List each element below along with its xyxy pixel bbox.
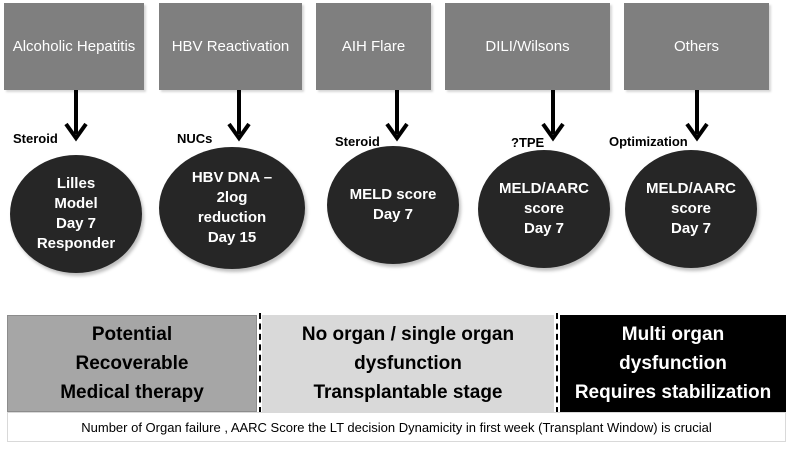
etiology-box-dili-wilsons: DILI/Wilsons xyxy=(445,3,610,90)
outcome-line: Lilles xyxy=(56,175,96,192)
outcome-oval-alcoholic-hepatitis: Lilles Model Day 7 Responder xyxy=(10,155,142,273)
etiology-label: Alcoholic Hepatitis xyxy=(12,38,136,55)
outcome-line: Model xyxy=(54,195,98,212)
outcome-oval-others: MELD/AARC score Day 7 xyxy=(625,150,757,268)
footer-text: Number of Organ failure , AARC Score the… xyxy=(81,419,712,435)
outcome-line: MELD/AARC xyxy=(499,180,589,197)
stage-band-recoverable: Potential Recoverable Medical therapy xyxy=(7,315,257,412)
etiology-label: DILI/Wilsons xyxy=(485,38,570,55)
down-arrow-icon xyxy=(64,90,88,142)
outcome-line: score xyxy=(523,200,565,217)
etiology-label: AIH Flare xyxy=(341,38,406,55)
outcome-line: Day 7 xyxy=(55,215,97,232)
stage-band-transplantable: No organ / single organ dysfunction Tran… xyxy=(262,315,554,412)
etiology-label: HBV Reactivation xyxy=(171,38,290,55)
therapy-label: NUCs xyxy=(177,131,213,146)
therapy-label: ?TPE xyxy=(511,135,545,150)
outcome-line: score xyxy=(670,200,712,217)
outcome-line: Day 7 xyxy=(523,220,565,237)
etiology-box-others: Others xyxy=(624,3,769,90)
outcome-line: Day 7 xyxy=(372,206,414,223)
stage-line: Transplantable stage xyxy=(313,382,503,403)
therapy-label: Optimization xyxy=(609,134,688,149)
down-arrow-icon xyxy=(227,90,251,142)
etiology-box-alcoholic-hepatitis: Alcoholic Hepatitis xyxy=(4,3,144,90)
outcome-line: Day 7 xyxy=(670,220,712,237)
outcome-line: MELD/AARC xyxy=(646,180,736,197)
outcome-oval-hbv-reactivation: HBV DNA – 2log reduction Day 15 xyxy=(159,147,305,269)
stage-line: dysfunction xyxy=(619,353,727,374)
etiology-box-aih-flare: AIH Flare xyxy=(316,3,431,90)
therapy-label: Steroid xyxy=(335,134,380,149)
outcome-line: reduction xyxy=(197,209,267,226)
down-arrow-icon xyxy=(385,90,409,142)
stage-line: Potential xyxy=(91,324,173,345)
stage-line: No organ / single organ xyxy=(301,324,515,345)
outcome-line: Day 15 xyxy=(207,229,257,246)
outcome-line: HBV DNA – xyxy=(191,169,273,186)
stage-band-multi-organ: Multi organ dysfunction Requires stabili… xyxy=(560,315,786,412)
stage-line: Recoverable xyxy=(75,353,189,374)
dashed-divider xyxy=(259,313,261,413)
outcome-oval-aih-flare: MELD score Day 7 xyxy=(327,146,459,264)
stage-line: Requires stabilization xyxy=(574,382,772,403)
down-arrow-icon xyxy=(685,90,709,142)
dashed-divider xyxy=(556,313,558,413)
stage-line: dysfunction xyxy=(354,353,462,374)
therapy-label: Steroid xyxy=(13,131,58,146)
outcome-line: 2log xyxy=(216,189,248,206)
stage-line: Multi organ xyxy=(621,324,725,345)
outcome-oval-dili-wilsons: MELD/AARC score Day 7 xyxy=(478,150,610,268)
etiology-label: Others xyxy=(673,38,719,55)
outcome-line: Responder xyxy=(36,235,116,252)
footer-note: Number of Organ failure , AARC Score the… xyxy=(7,412,786,442)
etiology-box-hbv-reactivation: HBV Reactivation xyxy=(159,3,302,90)
stage-line: Medical therapy xyxy=(60,382,204,403)
outcome-line: MELD score xyxy=(349,186,437,203)
down-arrow-icon xyxy=(541,90,565,142)
